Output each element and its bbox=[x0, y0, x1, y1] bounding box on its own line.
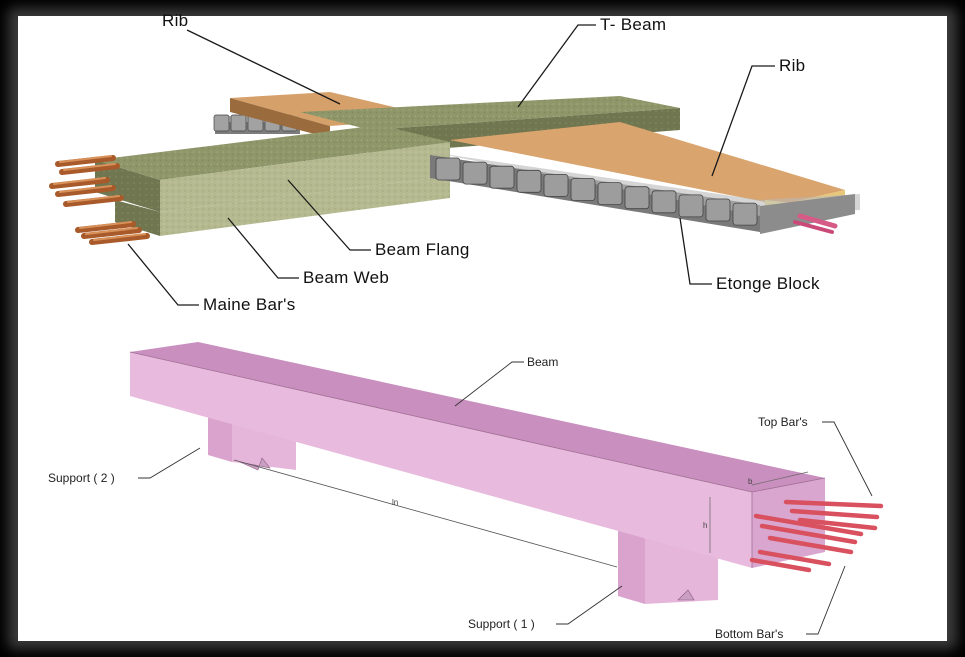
etonge-block bbox=[597, 182, 623, 206]
main-bar bbox=[89, 233, 150, 245]
etonge-block bbox=[462, 161, 488, 185]
bottom-bar bbox=[759, 523, 858, 545]
leader-tbeam bbox=[517, 24, 596, 108]
bottom-bars bbox=[749, 513, 864, 573]
label-bottom-bars: Bottom Bar's bbox=[715, 627, 783, 641]
top-bar bbox=[797, 517, 878, 531]
label-beam-flang: Beam Flang bbox=[375, 240, 470, 259]
etonge-block bbox=[732, 202, 758, 226]
top-bar bbox=[789, 508, 880, 520]
label-etonge-block: Etonge Block bbox=[716, 274, 820, 293]
etonge-block bbox=[624, 186, 650, 210]
bottom-bar bbox=[757, 549, 832, 567]
width-label: b bbox=[748, 477, 753, 486]
main-bars bbox=[49, 155, 150, 245]
span-label: ln bbox=[392, 498, 398, 507]
etonge-block bbox=[678, 194, 704, 218]
leader-beam-web bbox=[227, 217, 299, 279]
main-bar bbox=[59, 163, 120, 175]
simple-beam-illustration: ln h b bbox=[129, 342, 884, 604]
main-bar bbox=[81, 227, 142, 239]
label-support-1: Support ( 1 ) bbox=[468, 617, 535, 631]
etonge-block bbox=[651, 190, 677, 214]
bottom-bar bbox=[749, 557, 812, 573]
height-dimension: h bbox=[703, 497, 711, 553]
bottom-bar bbox=[767, 535, 854, 555]
label-beam-web: Beam Web bbox=[303, 268, 389, 287]
etonge-block bbox=[213, 114, 230, 132]
leader-rib-right bbox=[711, 65, 775, 177]
label-rib-left: Rib bbox=[162, 11, 188, 30]
support-1 bbox=[618, 530, 718, 604]
tbeam-labels: Rib T- Beam Rib Beam Flang Beam Web Main… bbox=[127, 11, 820, 314]
label-top-bars: Top Bar's bbox=[758, 415, 808, 429]
tbeam-illustration bbox=[49, 92, 860, 245]
leader-rib-left bbox=[186, 29, 341, 105]
main-bar bbox=[75, 221, 136, 233]
label-beam: Beam bbox=[527, 355, 558, 369]
main-bar bbox=[49, 177, 110, 189]
label-tbeam: T- Beam bbox=[600, 15, 666, 34]
label-support-2: Support ( 2 ) bbox=[48, 471, 115, 485]
main-bar bbox=[63, 195, 124, 207]
top-bar bbox=[783, 499, 884, 509]
top-bars bbox=[783, 499, 884, 531]
leader-bottom-bars bbox=[806, 565, 846, 635]
beam-labels: Beam Top Bar's Support ( 2 ) Support ( 1… bbox=[48, 355, 873, 641]
rib-bars bbox=[793, 213, 838, 234]
beam-top-face bbox=[130, 342, 825, 492]
leader-support-2 bbox=[138, 447, 201, 479]
etonge-block-row bbox=[430, 152, 860, 234]
beam-flang bbox=[95, 125, 450, 212]
leader-support-1 bbox=[556, 585, 623, 625]
bottom-bar bbox=[753, 513, 864, 537]
etonge-block bbox=[705, 198, 731, 222]
beam-web bbox=[115, 176, 450, 236]
height-label: h bbox=[703, 521, 707, 530]
etonge-block bbox=[516, 169, 542, 193]
leader-beam bbox=[454, 361, 524, 407]
label-rib-right: Rib bbox=[779, 56, 805, 75]
main-bar bbox=[55, 185, 116, 197]
etonge-block bbox=[435, 157, 461, 181]
etonge-block bbox=[489, 165, 515, 189]
leader-etonge-block bbox=[679, 217, 712, 285]
leader-main-bars bbox=[127, 243, 199, 306]
width-dimension: b bbox=[748, 471, 809, 486]
main-bar bbox=[55, 155, 116, 167]
span-dimension: ln bbox=[233, 459, 618, 568]
etonge-block bbox=[570, 178, 596, 201]
label-main-bars: Maine Bar's bbox=[203, 295, 296, 314]
etonge-block bbox=[543, 173, 569, 197]
leader-beam-flang bbox=[287, 179, 371, 251]
beam-side-face bbox=[130, 352, 752, 568]
leader-top-bars bbox=[822, 421, 873, 497]
etonge-block bbox=[230, 114, 247, 132]
